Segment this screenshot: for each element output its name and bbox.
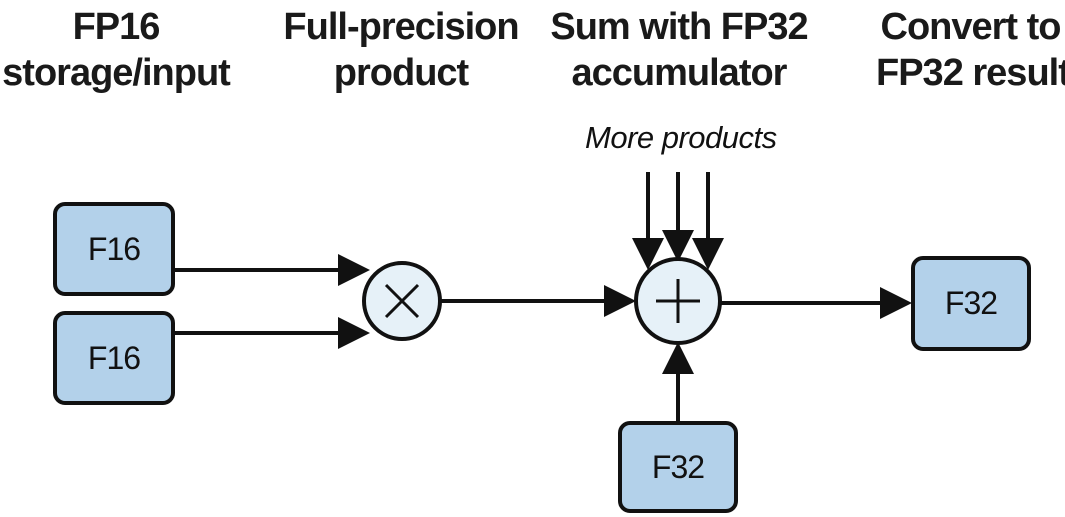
header-product: Full-precision product xyxy=(283,4,519,96)
header-result-line1: Convert to xyxy=(880,6,1062,48)
multiply-icon xyxy=(362,261,442,341)
header-input-line1: FP16 xyxy=(72,6,161,48)
input-box-bottom: F16 xyxy=(53,311,175,405)
input-box-top: F16 xyxy=(53,202,175,296)
header-product-line2: product xyxy=(333,52,469,94)
header-result-line2: FP32 result xyxy=(876,52,1065,94)
header-product-line1: Full-precision xyxy=(283,6,519,48)
more-products-label: More products xyxy=(585,120,777,155)
header-input-line2: storage/input xyxy=(2,52,231,94)
header-result: Convert to FP32 result xyxy=(876,4,1065,96)
header-accumulate: Sum with FP32 accumulator xyxy=(548,4,810,96)
plus-icon xyxy=(634,257,722,345)
header-input: FP16 storage/input xyxy=(0,4,232,96)
accumulator-box: F32 xyxy=(618,421,738,513)
header-accumulate-line1: Sum with FP32 xyxy=(550,6,808,48)
header-accumulate-line2: accumulator xyxy=(571,52,788,94)
output-box: F32 xyxy=(911,256,1031,351)
